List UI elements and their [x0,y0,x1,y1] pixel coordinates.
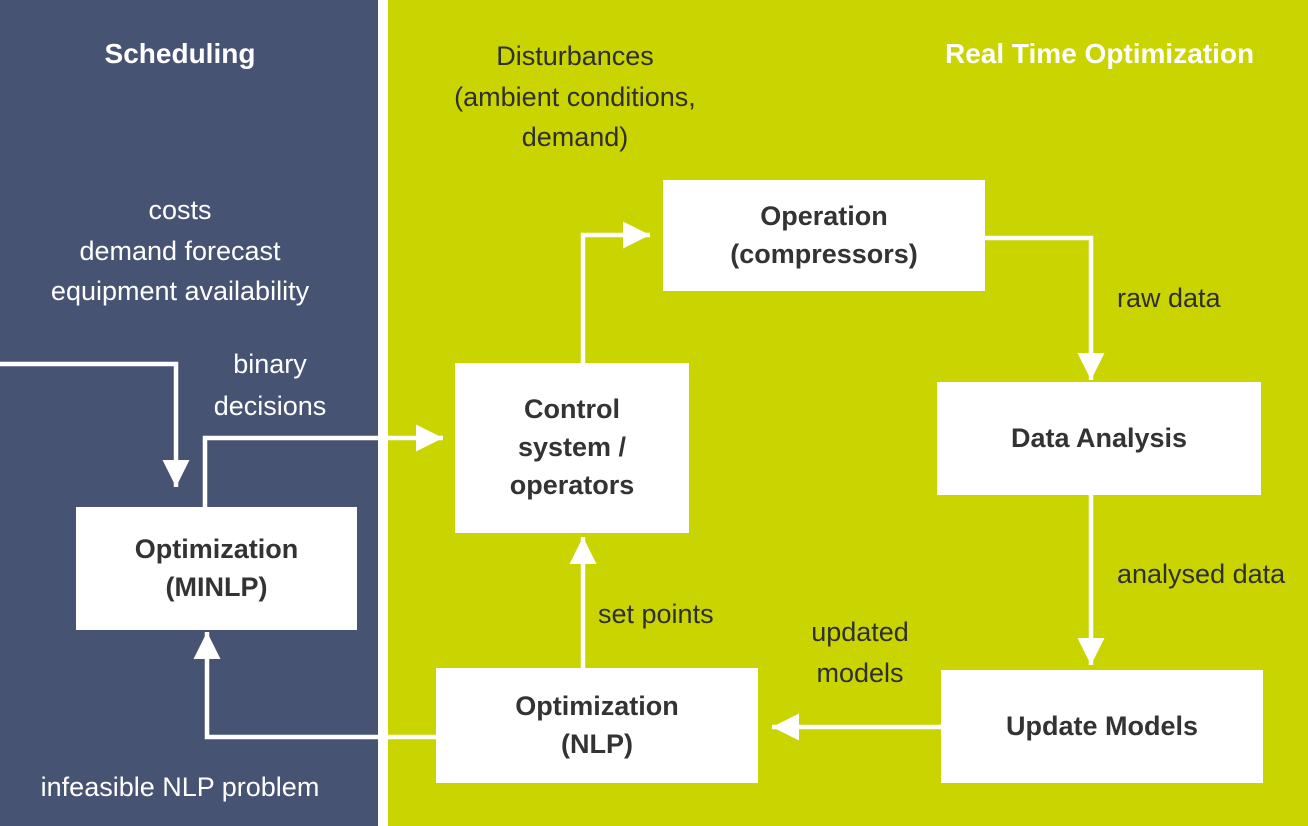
control-system-box: Control system / operators [455,363,689,533]
data-analysis-box: Data Analysis [937,382,1261,495]
set-points-label: set points [598,599,714,629]
binary-decisions-label: binary decisions [213,349,327,421]
update-models-box: Update Models [941,670,1263,783]
infeasible-nlp-label: infeasible NLP problem [40,772,320,802]
analysed-data-label: analysed data [1117,559,1286,589]
scheduling-title: Scheduling [104,38,256,69]
optimization-nlp-box: Optimization (NLP) [436,668,758,783]
operation-box: Operation (compressors) [663,180,985,291]
disturbances-label: Disturbances (ambient conditions, demand… [454,41,696,152]
updated-models-label: updated models [811,617,909,688]
optimization-minlp-box: Optimization (MINLP) [76,507,357,630]
raw-data-label: raw data [1117,283,1221,313]
scheduling-inputs: costs demand forecast equipment availabi… [50,195,310,306]
rto-title: Real Time Optimization [945,38,1255,69]
panel-divider [378,0,388,826]
